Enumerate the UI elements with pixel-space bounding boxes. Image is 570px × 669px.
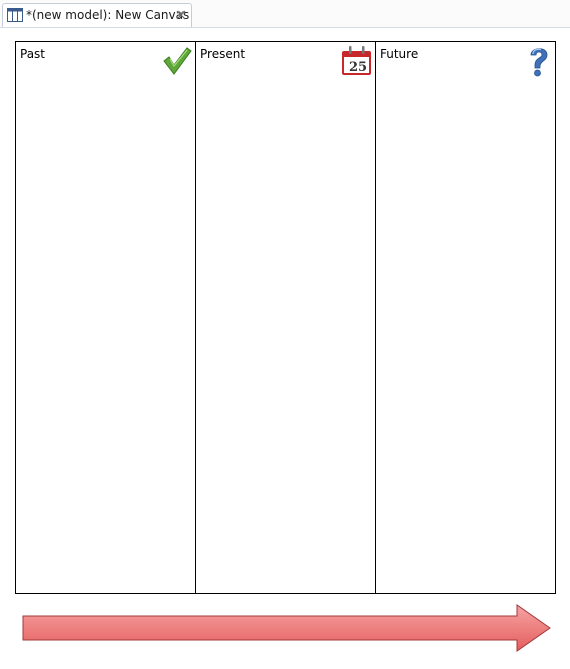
- tab-new-canvas[interactable]: *(new model): New Canvas: [2, 3, 192, 27]
- column-present[interactable]: Present 25: [196, 42, 376, 593]
- calendar-day-text: 25: [349, 60, 367, 75]
- canvas-icon: [7, 8, 23, 22]
- tab-title: *(new model): New Canvas: [26, 8, 190, 22]
- editor-tab-bar: *(new model): New Canvas: [0, 0, 570, 28]
- column-label-past: Past: [20, 47, 46, 61]
- checkmark-icon: [163, 47, 192, 75]
- column-label-present: Present: [200, 47, 246, 61]
- column-label-future: Future: [380, 47, 419, 61]
- calendar-icon: 25: [342, 46, 371, 75]
- column-past[interactable]: Past: [16, 42, 196, 593]
- right-arrow-icon: [22, 604, 551, 652]
- close-icon[interactable]: [175, 9, 187, 21]
- timeline-board: Past Present 25 Future: [15, 41, 556, 594]
- column-future[interactable]: Future: [376, 42, 555, 593]
- question-mark-icon: [530, 48, 548, 77]
